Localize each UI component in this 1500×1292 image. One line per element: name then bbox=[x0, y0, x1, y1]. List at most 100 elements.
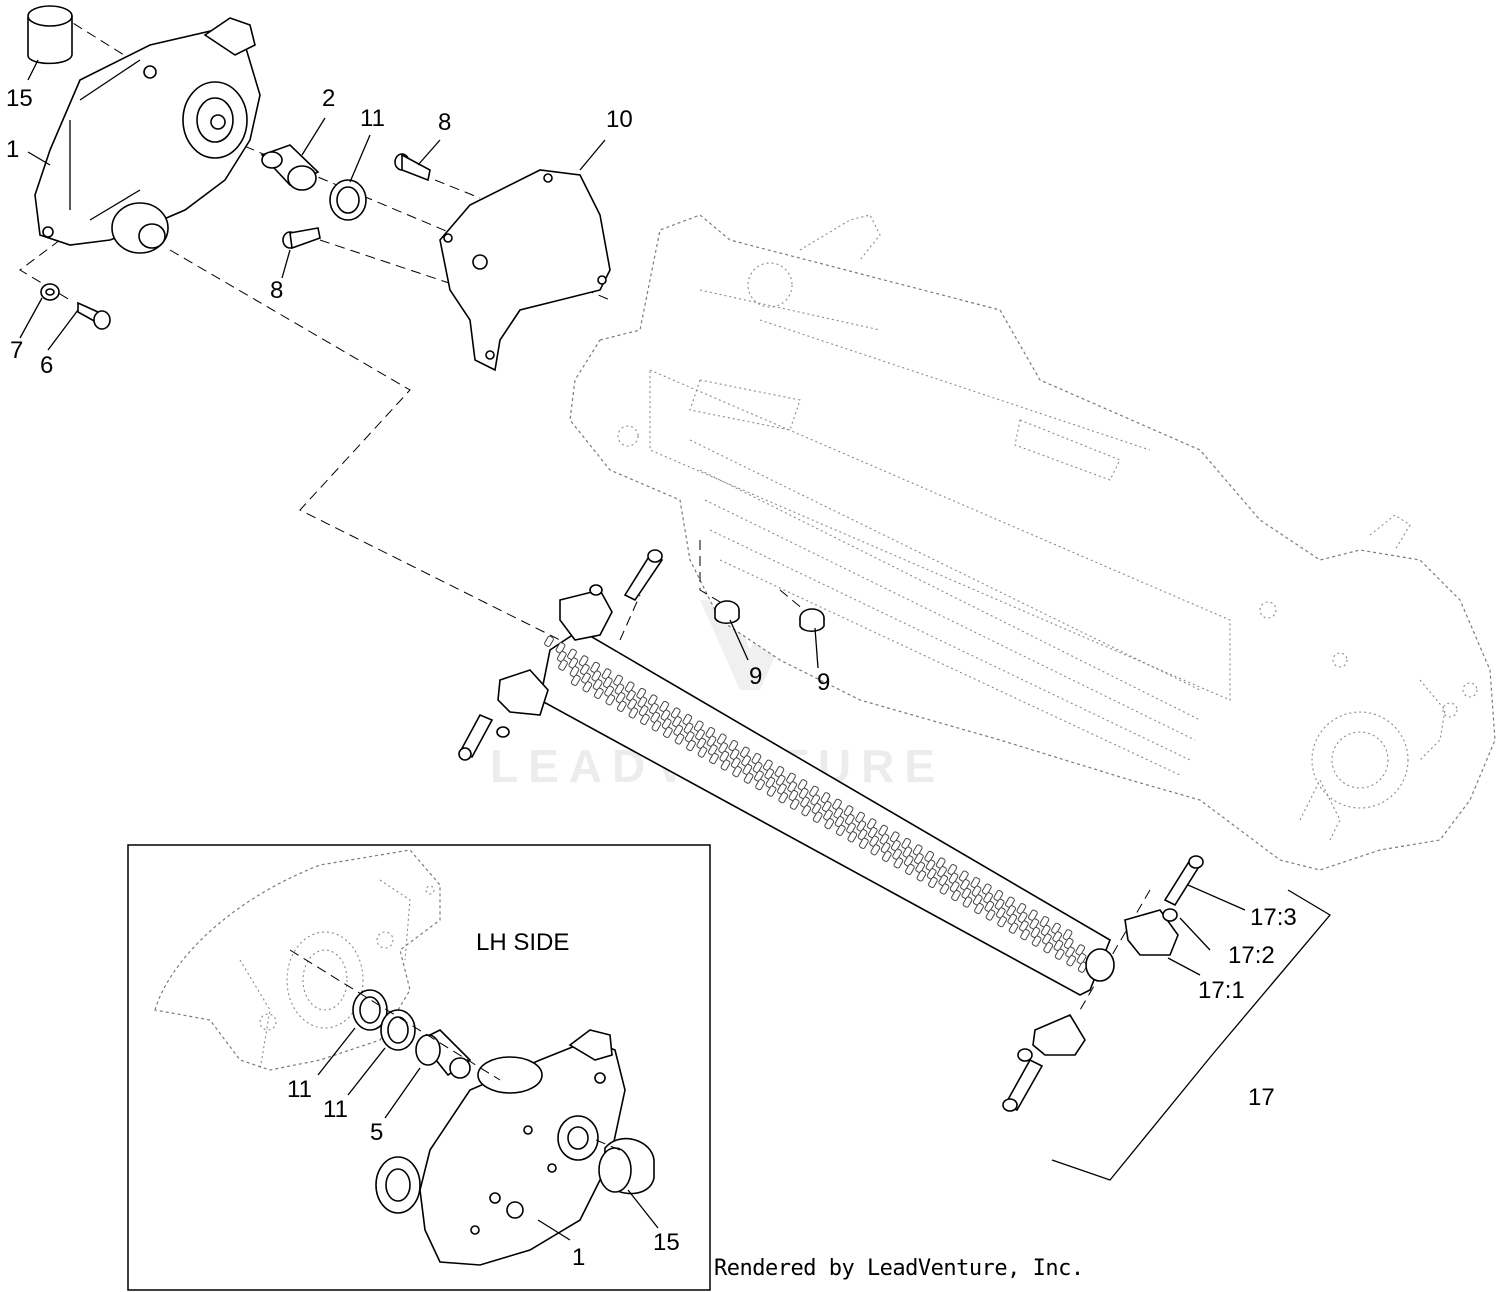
brush-bristle bbox=[570, 674, 581, 686]
brush-bristle bbox=[800, 796, 810, 808]
brush-bristle bbox=[605, 694, 616, 706]
callouts: 15 1 2 11 8 10 8 7 6 9 9 17:3 17:2 17:1 … bbox=[6, 85, 1297, 1271]
brush-bristle bbox=[981, 883, 992, 895]
brush-bristle bbox=[602, 676, 613, 689]
brush-bristle bbox=[661, 718, 672, 730]
bolt-6 bbox=[77, 301, 111, 330]
cap-9-right bbox=[799, 608, 825, 633]
callout-6: 6 bbox=[40, 352, 53, 379]
callout-11-inset-a: 11 bbox=[287, 1076, 312, 1103]
brush-bristle bbox=[1042, 933, 1052, 945]
brush-bristle bbox=[832, 798, 842, 810]
callout-17-3: 17:3 bbox=[1250, 904, 1297, 931]
brush-bristle bbox=[974, 902, 984, 915]
brush-bristle bbox=[1039, 916, 1050, 928]
brush-bristle bbox=[751, 753, 762, 765]
callout-17-1: 17:1 bbox=[1198, 977, 1245, 1004]
cutting-unit-frame bbox=[569, 214, 1496, 871]
brush-bristle bbox=[649, 703, 659, 715]
brush-bristle bbox=[797, 779, 808, 791]
brush-bristle bbox=[878, 824, 888, 836]
brush-bristle bbox=[672, 716, 682, 728]
brush-bristle bbox=[881, 850, 892, 862]
callout-5: 5 bbox=[370, 1119, 383, 1146]
brush-bristle bbox=[833, 807, 844, 819]
brush-bristle bbox=[855, 811, 865, 823]
brush-bristle bbox=[638, 705, 649, 717]
brush-bristle bbox=[962, 896, 973, 908]
callout-1-top: 1 bbox=[6, 136, 19, 163]
washer-7 bbox=[40, 283, 60, 301]
brush-bristle bbox=[972, 894, 983, 906]
brush-bristle bbox=[729, 748, 740, 760]
brush-bristle bbox=[741, 755, 751, 767]
brush-bristle bbox=[892, 848, 902, 860]
brush-bristle bbox=[926, 868, 937, 880]
brush-bristle bbox=[935, 857, 946, 869]
brush-bristle bbox=[787, 781, 798, 793]
brush-bristle bbox=[997, 916, 1007, 928]
brush-bristle bbox=[971, 885, 982, 897]
brush-bristle bbox=[636, 687, 647, 700]
brush-bristle bbox=[582, 681, 593, 693]
brush-bristle bbox=[820, 792, 831, 804]
brush-bristle bbox=[1077, 961, 1088, 973]
callout-1-inset: 1 bbox=[572, 1244, 585, 1271]
leader-lines bbox=[19, 59, 1246, 976]
brush-bristle bbox=[1076, 953, 1087, 965]
spacer-2 bbox=[260, 144, 320, 191]
brush-bristle bbox=[591, 670, 602, 682]
brush-bristle bbox=[902, 846, 913, 858]
callout-8-lower: 8 bbox=[270, 277, 283, 304]
brush-bristle bbox=[719, 750, 730, 762]
brush-bristle bbox=[951, 889, 961, 902]
brush-bristle bbox=[1017, 911, 1028, 923]
brush-bristle bbox=[939, 883, 950, 895]
brush-bristle bbox=[709, 752, 719, 765]
brush-bristle bbox=[686, 739, 696, 752]
brush-bristle bbox=[674, 733, 685, 745]
brush-bristle bbox=[995, 907, 1006, 919]
brush-bristle bbox=[764, 768, 775, 780]
inset-lh-side: LH SIDE bbox=[127, 844, 711, 1291]
brush-bristle bbox=[1005, 896, 1015, 908]
brush-bristle bbox=[706, 735, 717, 747]
brush-bristle bbox=[1040, 924, 1051, 936]
callout-11-top: 11 bbox=[360, 105, 385, 132]
brush-bristle bbox=[765, 776, 776, 789]
brush-bristle bbox=[775, 774, 786, 786]
brush-bristle bbox=[958, 870, 969, 882]
brush-bristle bbox=[843, 805, 854, 817]
cap-9-left bbox=[714, 600, 740, 625]
brush-bristle bbox=[786, 772, 796, 784]
brush-bristle bbox=[544, 635, 554, 647]
brush-bristle bbox=[637, 696, 648, 708]
bracket-10 bbox=[439, 169, 611, 372]
brush-bristle bbox=[579, 663, 590, 676]
brush-roller bbox=[539, 629, 1115, 996]
brush-bristle bbox=[983, 892, 993, 904]
inset-title: LH SIDE bbox=[476, 929, 569, 956]
brush-bristle bbox=[663, 726, 673, 738]
brush-bristle bbox=[880, 842, 891, 854]
brush-bristle bbox=[647, 694, 658, 706]
brush-bristle bbox=[1066, 955, 1077, 967]
brush-bristle bbox=[867, 826, 878, 839]
brush-bristle bbox=[949, 881, 960, 893]
brush-bristle bbox=[1016, 903, 1027, 915]
brush-bristle bbox=[627, 698, 637, 710]
spacer-5 bbox=[415, 1029, 472, 1079]
brush-bristle bbox=[705, 727, 716, 739]
brush-bristle bbox=[777, 783, 787, 795]
brush-bristle bbox=[905, 863, 915, 875]
brush-bristle bbox=[683, 722, 694, 734]
brush-bristle bbox=[903, 855, 914, 867]
brush-bristle bbox=[801, 805, 812, 817]
brush-bristle bbox=[774, 766, 785, 778]
brush-bristle bbox=[812, 811, 823, 823]
brush-bristle bbox=[569, 666, 580, 678]
brush-bristle bbox=[857, 829, 868, 841]
brush-bristle bbox=[613, 674, 623, 686]
brush-bristle bbox=[970, 877, 981, 889]
